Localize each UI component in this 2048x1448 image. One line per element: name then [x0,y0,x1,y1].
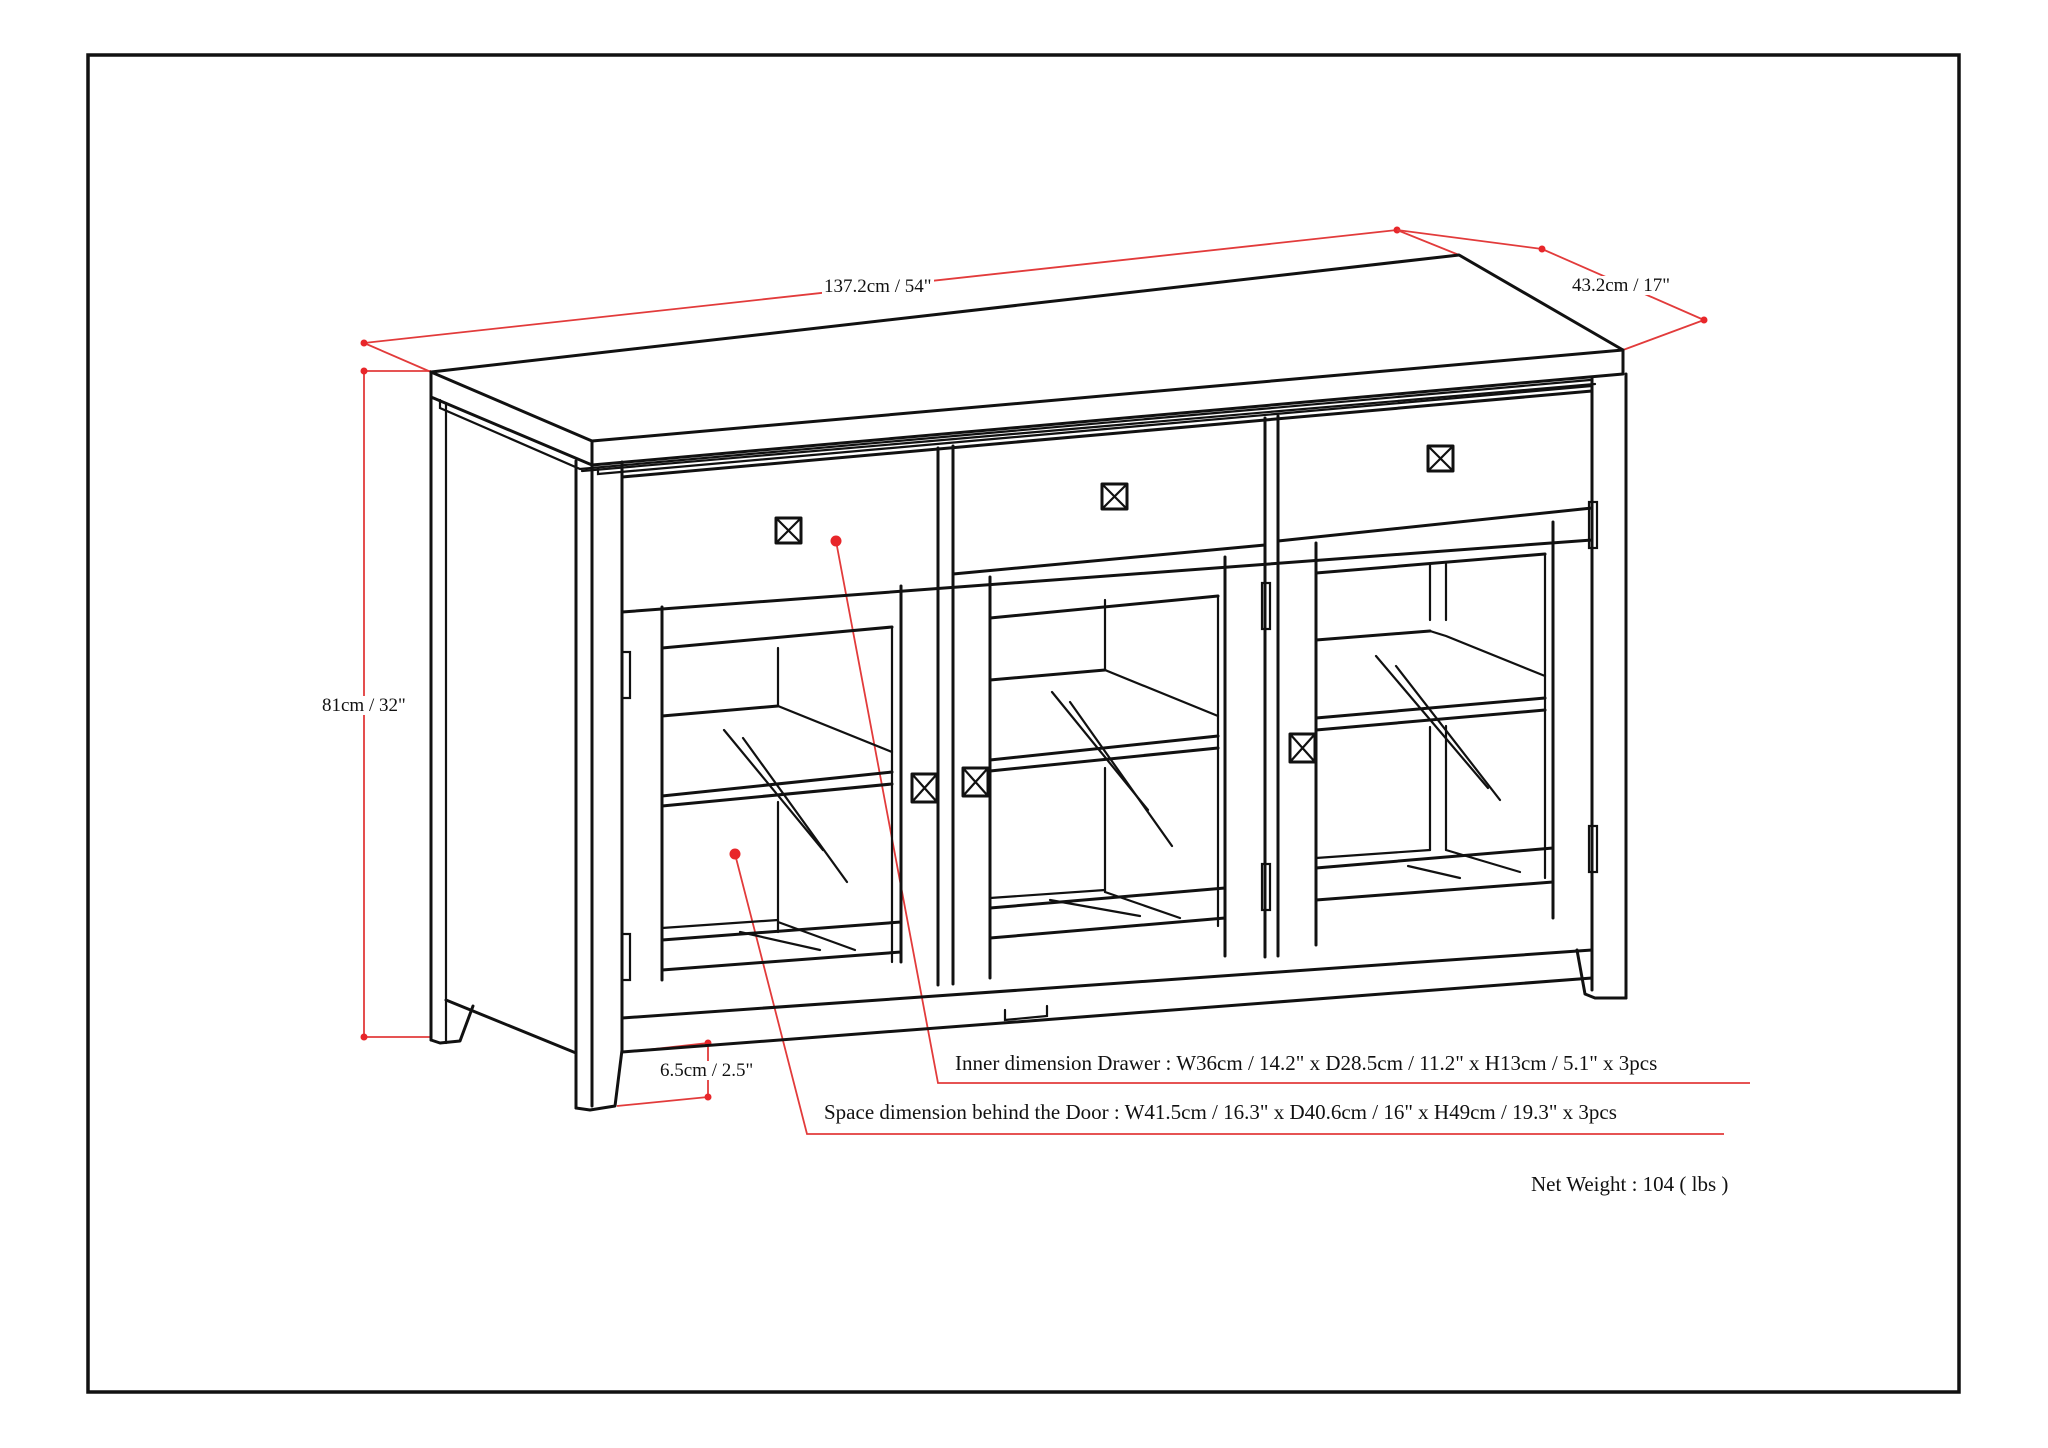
width-dimension-label: 137.2cm / 54" [822,276,934,297]
drawing-frame [86,53,1961,1394]
drawer-knob-icon [774,516,803,545]
cabinet [429,253,1628,1112]
height-dimension-label: 81cm / 32" [320,695,408,716]
drawer-knob-icon [1100,482,1129,511]
glass-door-left [620,584,939,982]
leg-clearance-label: 6.5cm / 2.5" [658,1060,756,1081]
drawer-inner-dimension-note: Inner dimension Drawer : W36cm / 14.2" x… [955,1051,1658,1075]
glass-door-middle [961,555,1272,980]
depth-dimension-label: 43.2cm / 17" [1570,275,1672,296]
drawer-knob-icon [1426,444,1455,473]
dimension-lines [360,226,1750,1135]
net-weight-label: Net Weight : 104 ( lbs ) [1531,1172,1729,1196]
door-space-dimension-note: Space dimension behind the Door : W41.5c… [824,1100,1617,1124]
glass-door-right [1288,500,1599,947]
